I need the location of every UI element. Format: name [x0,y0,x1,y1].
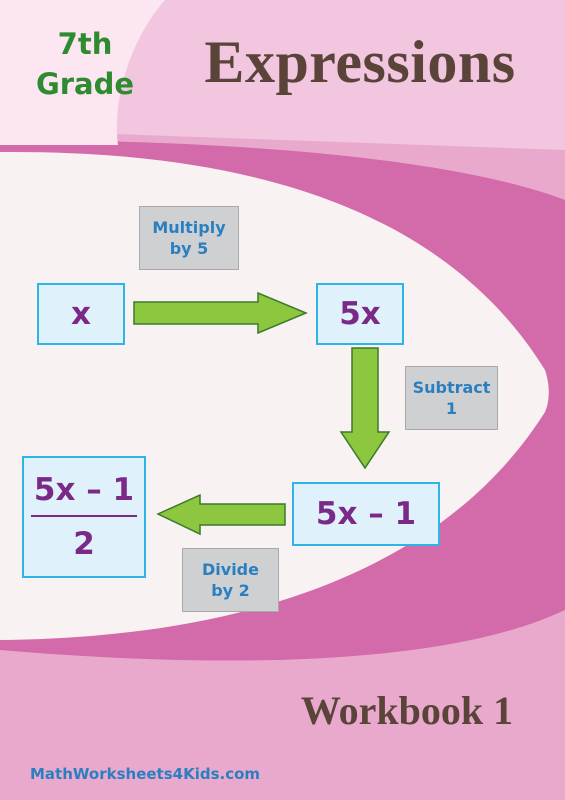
grade-label: 7th Grade [30,24,140,104]
step3-label: Divide by 2 [182,548,279,612]
footer-brand: MathWorksheets4Kids.com [30,765,261,783]
cover-title: Expressions [204,29,516,95]
step2-label-line2: 1 [445,399,458,418]
fraction: 5x – 1 2 [31,471,137,563]
arrow-right [133,291,308,335]
step1-label-line2: by 5 [169,239,209,258]
final-fraction-box: 5x – 1 2 [22,456,146,578]
step3-label-line1: Divide [202,560,259,579]
step2-label: Subtract 1 [405,366,498,430]
fraction-numerator: 5x – 1 [33,472,135,508]
grade-word: Grade [35,67,135,101]
step1-label-line1: Multiply [152,218,226,237]
fraction-denominator: 2 [73,526,95,562]
step3-label-line2: by 2 [211,581,250,600]
grade-badge [0,0,165,145]
step2-label-line1: Subtract [412,378,491,397]
arrow-down [339,347,391,470]
grade-number: 7th [57,27,113,61]
fraction-bar [31,515,137,517]
result1-box: 5x [316,283,404,345]
step1-label: Multiply by 5 [139,206,239,270]
start-box: x [37,283,125,345]
result2-box: 5x – 1 [292,482,440,546]
workbook-number: Workbook 1 [300,688,514,733]
arrow-left [156,493,286,536]
